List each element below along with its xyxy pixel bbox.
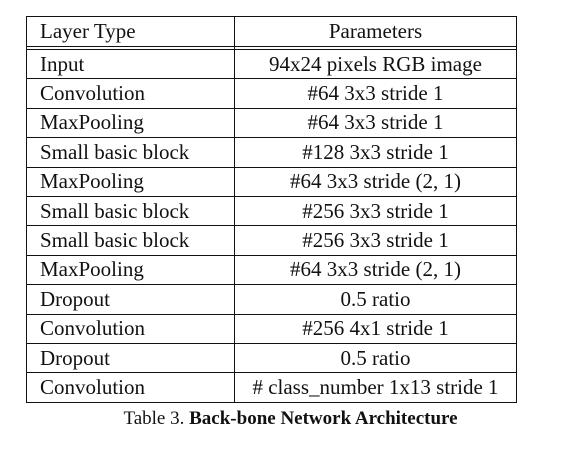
parameters-cell: #64 3x3 stride 1 (234, 78, 517, 109)
parameters-cell: #256 4x1 stride 1 (234, 313, 517, 344)
parameters-cell: 0.5 ratio (234, 342, 517, 374)
parameters-cell: #64 3x3 stride (2, 1) (234, 166, 517, 197)
table-row: MaxPooling #64 3x3 stride (2, 1) (26, 254, 517, 286)
header-separator (26, 46, 517, 50)
table-row: MaxPooling #64 3x3 stride 1 (26, 107, 517, 139)
layer-type-cell: Dropout (26, 284, 235, 315)
table-row: Convolution #256 4x1 stride 1 (26, 313, 517, 344)
parameters-cell: #64 3x3 stride 1 (234, 107, 517, 139)
table-row: Small basic block #128 3x3 stride 1 (26, 137, 517, 168)
caption-title: Back-bone Network Architecture (189, 408, 458, 429)
layer-type-cell: MaxPooling (26, 254, 235, 286)
table-header-row: Layer Type Parameters (26, 16, 517, 47)
layer-type-cell: Convolution (26, 313, 235, 344)
layer-type-cell: MaxPooling (26, 107, 235, 139)
layer-type-cell: Input (26, 48, 235, 80)
table-row: Input 94x24 pixels RGB image (26, 48, 517, 80)
layer-type-cell: Small basic block (26, 137, 235, 168)
header-parameters: Parameters (234, 16, 517, 47)
parameters-cell: #256 3x3 stride 1 (234, 225, 517, 256)
table-row: Dropout 0.5 ratio (26, 284, 517, 315)
table-row: Dropout 0.5 ratio (26, 342, 517, 374)
layer-type-cell: Small basic block (26, 195, 235, 227)
table-row: Small basic block #256 3x3 stride 1 (26, 225, 517, 256)
parameters-cell: #256 3x3 stride 1 (234, 195, 517, 227)
architecture-table-container: Layer Type Parameters Input 94x24 pixels… (26, 16, 517, 403)
layer-type-cell: Convolution (26, 372, 235, 403)
header-layer-type: Layer Type (26, 16, 235, 47)
parameters-cell: 94x24 pixels RGB image (234, 48, 517, 80)
parameters-cell: #64 3x3 stride (2, 1) (234, 254, 517, 286)
parameters-cell: #128 3x3 stride 1 (234, 137, 517, 168)
parameters-cell: # class_number 1x13 stride 1 (234, 372, 517, 403)
table-row: Convolution # class_number 1x13 stride 1 (26, 372, 517, 403)
layer-type-cell: MaxPooling (26, 166, 235, 197)
parameters-cell: 0.5 ratio (234, 284, 517, 315)
layer-type-cell: Small basic block (26, 225, 235, 256)
table-row: MaxPooling #64 3x3 stride (2, 1) (26, 166, 517, 197)
table-row: Convolution #64 3x3 stride 1 (26, 78, 517, 109)
table-row: Small basic block #256 3x3 stride 1 (26, 195, 517, 227)
caption-label: Table 3. (123, 408, 185, 429)
table-caption: Table 3. Back-bone Network Architecture (0, 408, 581, 430)
architecture-table: Layer Type Parameters Input 94x24 pixels… (26, 16, 517, 403)
layer-type-cell: Dropout (26, 342, 235, 374)
layer-type-cell: Convolution (26, 78, 235, 109)
